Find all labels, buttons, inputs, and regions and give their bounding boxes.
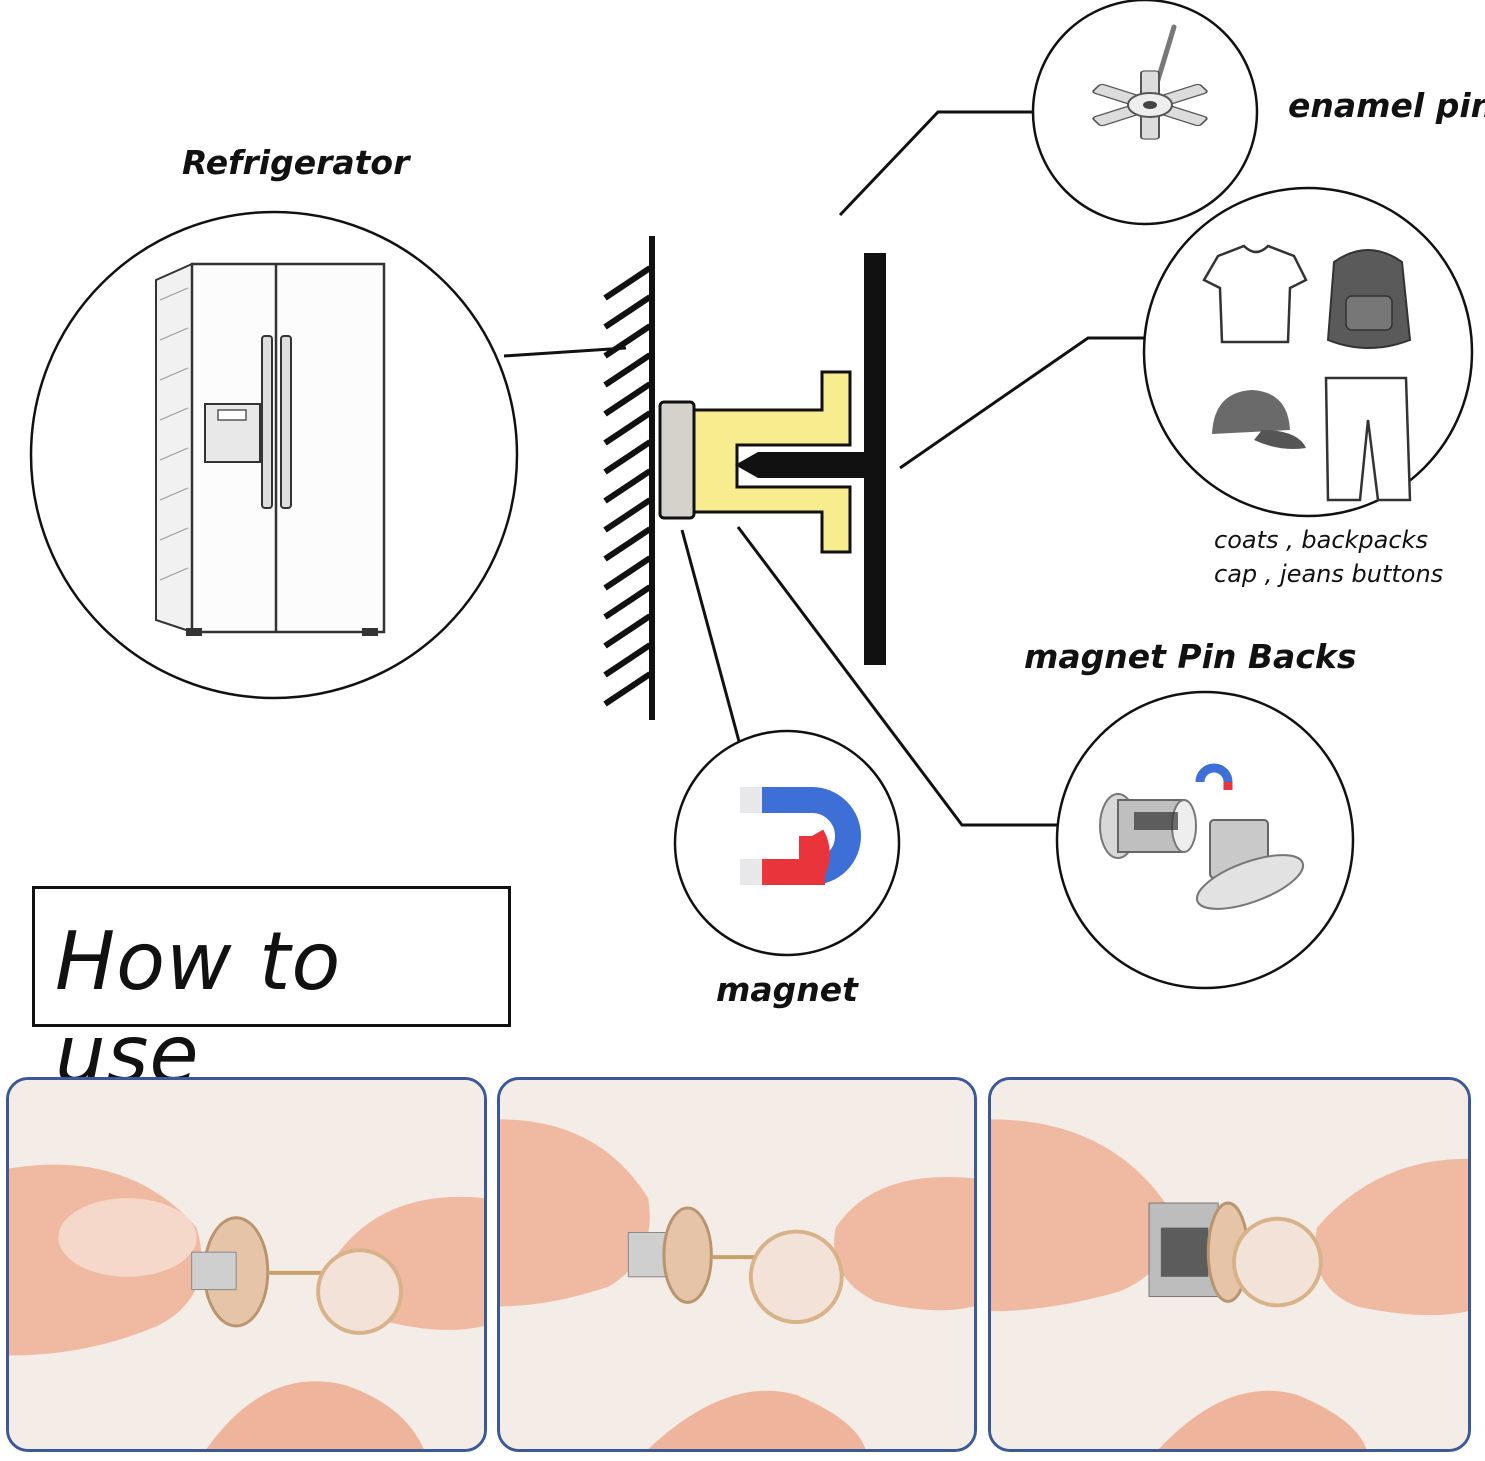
enamel-pin-label: enamel pin: [1288, 86, 1485, 125]
pin-backs-circle: [1055, 690, 1355, 990]
pin-back-icon: [1099, 763, 1305, 910]
how-to-use-title: How to use: [55, 915, 342, 1101]
hatch-line: [603, 265, 652, 301]
jeans-icon: [1324, 376, 1412, 502]
hatch-line: [603, 468, 652, 504]
hatch-line: [603, 555, 652, 591]
magnet-pin-backs-label: magnet Pin Backs: [1024, 637, 1357, 676]
step-3-photo: [988, 1077, 1471, 1452]
hatch-line: [603, 526, 652, 562]
enamel-pin-connector: [838, 110, 1034, 217]
pin-back-adapter: [692, 370, 852, 554]
hatch-line: [603, 584, 652, 620]
step-2-photo: [497, 1077, 977, 1452]
hatch-line: [603, 642, 652, 678]
tshirt-icon: [1202, 244, 1308, 344]
clothing-label-line-2: cap , jeans buttons: [1214, 560, 1444, 588]
refrigerator-label: Refrigerator: [182, 143, 410, 182]
step-1-photo: [6, 1077, 487, 1452]
pin-needle: [735, 452, 866, 478]
hatch-line: [603, 381, 652, 417]
clothing-circle: [1142, 186, 1474, 518]
magnet-connector: [680, 529, 742, 746]
hatch-line: [603, 323, 652, 359]
clothes-connector: [899, 336, 1145, 470]
clothing-label-line-1: coats , backpacks: [1214, 526, 1428, 554]
hatch-line: [603, 671, 652, 707]
hatch-line: [603, 294, 652, 330]
snowflake-pin-icon: [1092, 24, 1208, 140]
magnet-label: magnet: [716, 970, 858, 1009]
hatch-line: [603, 352, 652, 388]
hatch-line: [603, 613, 652, 649]
magnet-body: [658, 400, 696, 520]
hatch-line: [603, 439, 652, 475]
wall-hatching: [603, 265, 652, 707]
clothing-label: coats , backpacks cap , jeans buttons: [1214, 523, 1443, 591]
hatch-line: [603, 410, 652, 446]
fabric-layer: [864, 253, 886, 665]
cap-icon: [1212, 390, 1306, 449]
magnet-circle: [673, 729, 901, 957]
refrigerator-connector: [503, 346, 627, 358]
hatch-line: [603, 497, 652, 533]
wall-surface: [603, 236, 655, 720]
backpack-icon: [1326, 249, 1412, 349]
refrigerator-icon: [155, 262, 386, 636]
connector-lines: [503, 110, 1145, 827]
horseshoe-magnet-icon: [740, 787, 861, 885]
pin-backs-connector: [736, 526, 1057, 827]
how-to-use-box: How to use: [32, 886, 511, 1101]
